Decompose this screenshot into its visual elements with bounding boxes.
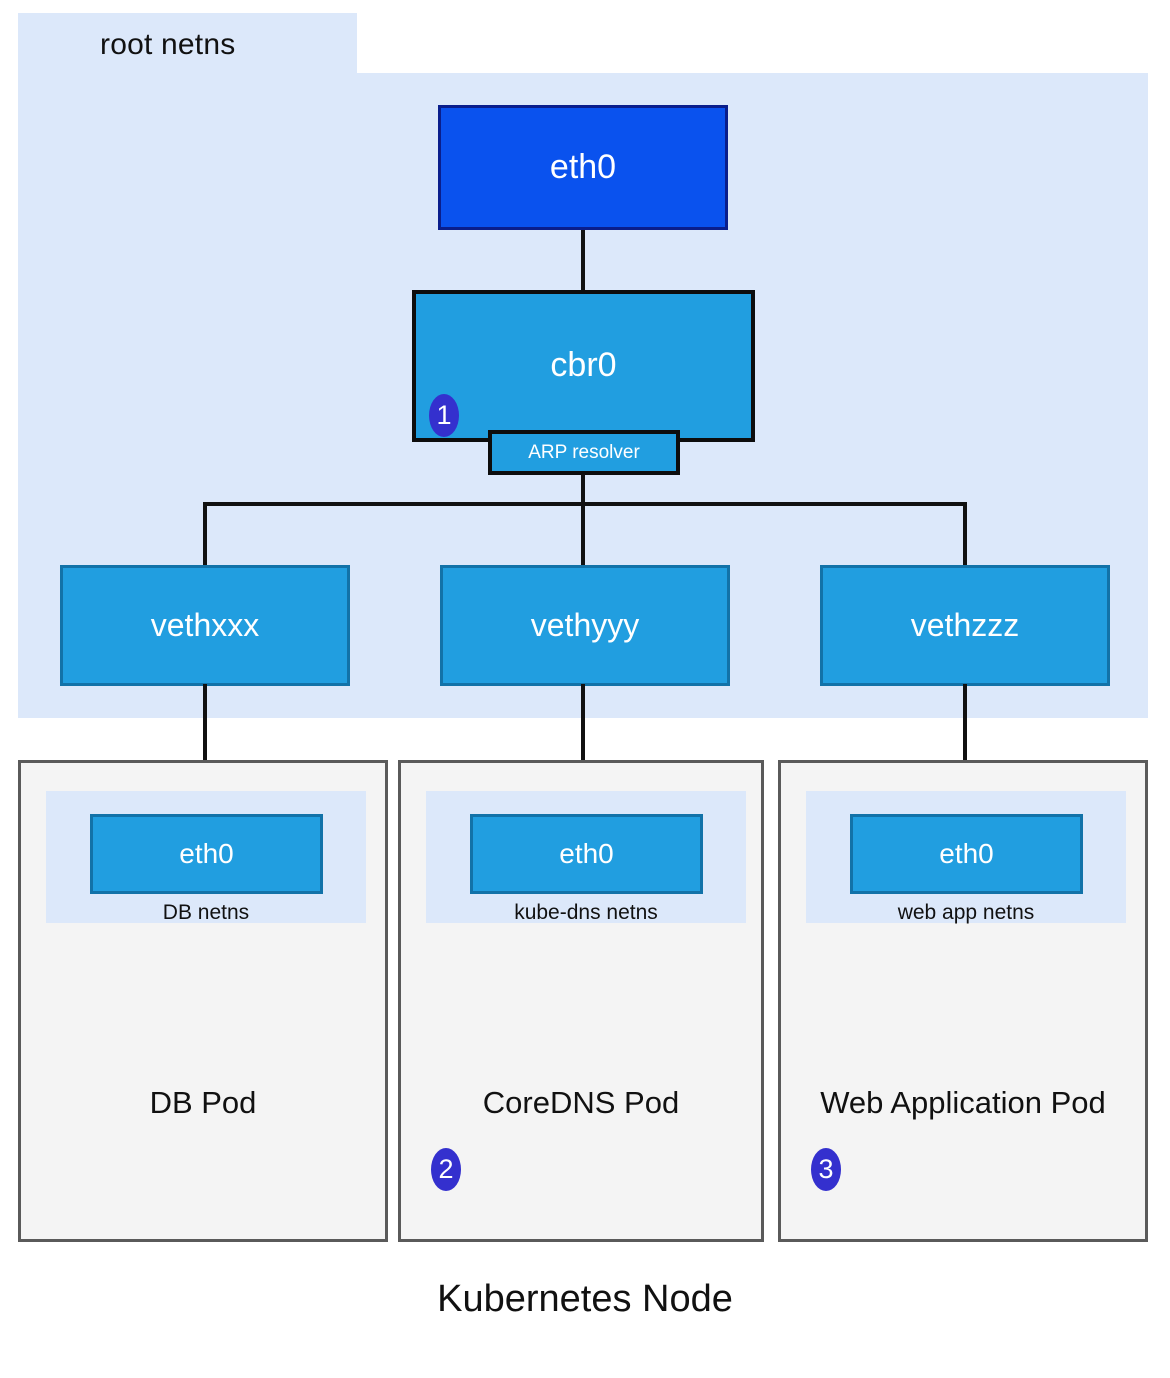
connector-bus-to-vethxxx: [203, 502, 207, 568]
pod-coredns: eth0 kube-dns netns CoreDNS Pod 2: [398, 760, 764, 1242]
root-netns-label: root netns: [100, 28, 236, 61]
pod-db-netns-label: DB netns: [162, 901, 250, 924]
bridge-cbr0-label: cbr0: [550, 346, 617, 384]
pod-web-application-interface-eth0: eth0: [850, 814, 1083, 894]
veth-interface-vethzzz-label: vethzzz: [910, 607, 1020, 643]
veth-interface-vethzzz: vethzzz: [820, 565, 1110, 686]
connector-vethxxx-to-db-pod: [203, 684, 207, 814]
pod-web-application-netns-label: web app netns: [897, 901, 1035, 924]
pod-web-application: eth0 web app netns Web Application Pod 3: [778, 760, 1148, 1242]
step-badge-3: 3: [811, 1148, 841, 1191]
pod-web-application-title: Web Application Pod: [820, 1085, 1106, 1120]
host-interface-eth0-label: eth0: [549, 148, 617, 186]
connector-vethyyy-to-coredns-pod: [581, 684, 585, 814]
step-badge-2: 2: [431, 1148, 461, 1191]
step-badge-1: 1: [429, 394, 459, 437]
pod-db: eth0 DB netns DB Pod: [18, 760, 388, 1242]
connector-bus-to-vethyyy: [581, 502, 585, 568]
connector-vethzzz-to-web-pod: [963, 684, 967, 814]
veth-interface-vethyyy-label: vethyyy: [530, 607, 640, 643]
pod-coredns-title: CoreDNS Pod: [482, 1085, 680, 1120]
pod-db-interface-eth0: eth0: [90, 814, 323, 894]
root-netns-region-top: [18, 13, 357, 75]
connector-bus-to-vethzzz: [963, 502, 967, 568]
bridge-cbr0: cbr0: [412, 290, 755, 442]
veth-interface-vethxxx-label: vethxxx: [150, 607, 260, 643]
veth-interface-vethyyy: vethyyy: [440, 565, 730, 686]
connector-eth0-to-cbr0: [581, 228, 585, 292]
pod-coredns-interface-eth0: eth0: [470, 814, 703, 894]
diagram-caption: Kubernetes Node: [437, 1278, 733, 1320]
pod-coredns-netns-region: eth0 kube-dns netns: [426, 791, 746, 924]
pod-coredns-netns-label: kube-dns netns: [514, 901, 658, 924]
pod-coredns-interface-eth0-label: eth0: [559, 838, 614, 869]
pod-db-interface-eth0-label: eth0: [179, 838, 234, 869]
host-interface-eth0: eth0: [438, 105, 728, 230]
pod-db-netns-region: eth0 DB netns: [46, 791, 366, 924]
connector-arp-to-bus: [581, 474, 585, 504]
veth-interface-vethxxx: vethxxx: [60, 565, 350, 686]
arp-resolver-label: ARP resolver: [528, 441, 640, 463]
connector-veth-bus: [203, 502, 967, 506]
pod-web-application-netns-region: eth0 web app netns: [806, 791, 1126, 924]
arp-resolver: ARP resolver: [488, 430, 680, 475]
pod-web-application-interface-eth0-label: eth0: [939, 838, 994, 869]
pod-db-title: DB Pod: [149, 1085, 257, 1120]
